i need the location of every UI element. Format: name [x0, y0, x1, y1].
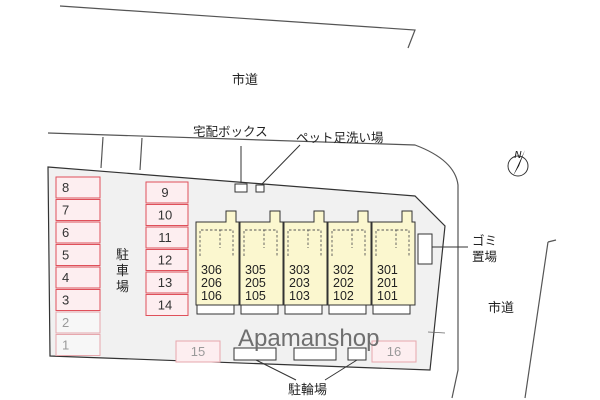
parking-space-number: 7 — [62, 203, 69, 218]
driveway-left — [100, 136, 104, 169]
parking-space — [145, 204, 189, 226]
parking-space — [145, 294, 189, 316]
delivery-box-label: 宅配ボックス — [193, 124, 268, 139]
unit-number: 302 — [333, 263, 354, 277]
parking-space-number: 4 — [62, 270, 69, 285]
road-label-right: 市道 — [488, 300, 514, 316]
front-road-edge — [47, 132, 459, 399]
garbage-area — [417, 233, 433, 265]
pet-wash-marker — [255, 184, 265, 193]
road-label-top: 市道 — [232, 72, 258, 88]
unit-entrance — [372, 304, 411, 315]
parking-space — [175, 340, 221, 363]
unit-balcony-outline — [287, 229, 322, 256]
apartment-building: 3062061063052051053032031033022021023012… — [195, 210, 416, 315]
parking-space-number: 11 — [158, 230, 172, 245]
parking-space-number: 3 — [62, 293, 69, 308]
parking-space-number: 5 — [62, 248, 69, 263]
parking-space-number: 6 — [62, 225, 69, 240]
bike-racks — [233, 347, 367, 361]
garbage-label-line1: ゴミ — [472, 233, 497, 248]
parking-space-number: 15 — [191, 344, 205, 359]
parking-space — [55, 199, 101, 221]
unit-entrance — [196, 304, 235, 315]
unit-number: 306 — [201, 263, 222, 277]
parking-space-number: 9 — [161, 185, 168, 200]
unit-number: 203 — [289, 276, 310, 290]
parking-space — [55, 289, 101, 311]
parking-space-number: 8 — [62, 180, 69, 195]
parking-space-number: 13 — [158, 275, 172, 290]
garbage-label-line2: 置場 — [472, 249, 497, 264]
parking-space — [145, 249, 189, 271]
road-lines — [47, 5, 557, 399]
unit-number: 301 — [377, 263, 398, 277]
unit-entrance — [328, 304, 367, 315]
parking-space — [55, 311, 101, 334]
bike-rack — [293, 347, 337, 361]
parking-space-number: 16 — [387, 344, 401, 359]
parking-space — [55, 334, 101, 356]
unit-entrance — [240, 304, 279, 315]
compass-needle-icon — [513, 150, 525, 176]
parking-label-char3: 場 — [116, 280, 129, 295]
parking-space — [55, 266, 101, 289]
pet-wash-leader — [261, 144, 301, 185]
bike-parking-label: 駐輪場 — [288, 382, 327, 398]
lot-corner-line — [427, 331, 446, 334]
unit-number: 101 — [377, 289, 398, 303]
unit-number: 206 — [201, 276, 222, 290]
unit-number: 205 — [245, 276, 266, 290]
parking-space — [55, 221, 101, 244]
parking-space-number: 1 — [62, 338, 69, 353]
unit-number: 201 — [377, 276, 398, 290]
bike-leader-left — [255, 359, 297, 381]
unit-number: 303 — [289, 263, 310, 277]
pet-wash-label: ペット足洗い場 — [296, 130, 384, 145]
right-road-tick — [547, 239, 557, 243]
compass: N — [507, 150, 529, 177]
parking-space-number: 14 — [158, 298, 172, 313]
parking-space — [145, 226, 189, 249]
unit-number: 305 — [245, 263, 266, 277]
parking-left-column: 8 7 6 5 4 3 2 1 — [55, 176, 101, 356]
unit-number: 202 — [333, 276, 354, 290]
unit-number: 103 — [289, 289, 310, 303]
parking-space-number: 12 — [158, 253, 172, 268]
unit-balcony-outline — [243, 229, 278, 256]
unit-number: 106 — [201, 289, 222, 303]
unit-balcony-outline — [375, 229, 410, 256]
bike-leader-right — [324, 359, 358, 381]
parking-space-number: 2 — [62, 315, 69, 330]
driveway-right — [139, 137, 143, 171]
parking-middle-column: 9 10 11 12 13 14 — [145, 181, 189, 316]
top-road-edge — [59, 5, 416, 49]
parking-label-char2: 車 — [116, 264, 129, 279]
parking-space — [145, 181, 189, 204]
compass-north-label: N — [514, 150, 522, 161]
parking-space-number: 10 — [158, 208, 172, 223]
unit-balcony-outline — [331, 229, 366, 256]
unit-entrance — [284, 304, 323, 315]
parking-label-char1: 駐 — [116, 248, 129, 263]
unit-balcony-outline — [199, 229, 234, 256]
delivery-box-marker — [234, 183, 248, 193]
parking-space — [55, 244, 101, 266]
unit-number: 102 — [333, 289, 354, 303]
bike-rack — [233, 347, 277, 361]
watermark-logo-text: Apamanshop — [238, 325, 379, 352]
unit-number: 105 — [245, 289, 266, 303]
parking-space — [371, 340, 417, 363]
parking-space — [55, 176, 101, 199]
right-road-edge — [524, 241, 549, 399]
parking-space — [145, 271, 189, 294]
